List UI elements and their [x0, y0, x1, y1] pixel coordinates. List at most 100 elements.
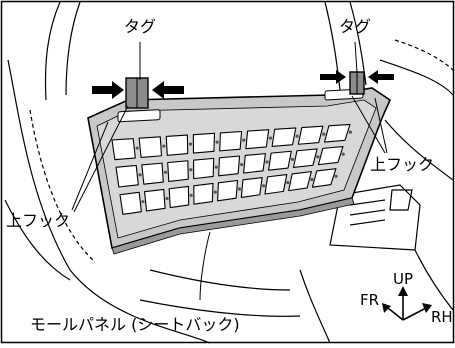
seat-background [4, 1, 454, 344]
panel-slot [165, 134, 189, 156]
arrow-left-tag-left-pointing [152, 81, 184, 99]
panel-slot [193, 182, 214, 205]
panel-hole [286, 181, 290, 185]
console-line-3 [349, 219, 386, 226]
panel-slot [192, 132, 216, 154]
panel-hole [165, 196, 169, 201]
panel-slot [268, 150, 292, 171]
panel-hole [341, 152, 345, 156]
panel-hole [310, 177, 314, 182]
panel-hole [213, 190, 217, 194]
panel-hole [268, 136, 273, 140]
console-line-1 [349, 199, 386, 206]
label-tag-left: タグ [124, 17, 156, 36]
panel-hole [138, 173, 142, 177]
leader-lines [71, 41, 388, 301]
cushion-line-2 [139, 299, 301, 317]
panel-hole [295, 134, 299, 138]
panel-slot [219, 130, 243, 152]
left-seat-stitch [29, 109, 96, 263]
leader-molle-panel [199, 231, 211, 301]
panel-top-slot-left [117, 109, 161, 123]
panel-hole [141, 200, 145, 204]
fr-arrow-icon [382, 303, 391, 313]
panel-hole [135, 146, 139, 150]
label-tag-right: タグ [339, 17, 371, 36]
panel-hole [334, 174, 338, 178]
console-vent [389, 189, 413, 211]
console-line-2 [349, 209, 386, 216]
panel-slot [317, 145, 344, 166]
cushion-line-3 [299, 269, 331, 344]
right-seat-top [379, 59, 454, 96]
panel-slot [245, 129, 270, 150]
insertion-arrows [92, 70, 394, 99]
label-upper-hook-right: 上フック [370, 155, 434, 174]
panel-hole [262, 184, 266, 188]
up-arrow-icon [398, 286, 408, 296]
panel-slot [271, 127, 297, 148]
rh-axis-line [402, 307, 427, 321]
panel-slot [193, 157, 215, 180]
panel-hole [242, 138, 246, 142]
panel-slot [323, 123, 351, 143]
right-seat-stitch [394, 39, 454, 71]
panel-hole [240, 162, 244, 167]
rh-arrow-icon [422, 303, 432, 313]
left-headrest-inner [65, 1, 81, 96]
panel-slot [115, 164, 139, 188]
panel-hole [163, 170, 168, 174]
right-headrest-inner [349, 1, 367, 86]
panel-hole [237, 187, 242, 191]
left-seat-outline [7, 59, 211, 344]
direction-rh-label: RH [431, 308, 453, 326]
left-headrest-edge [44, 1, 61, 101]
arrow-right-tag-right-pointing [320, 70, 346, 84]
panel-slot [141, 162, 164, 185]
panel-slot [144, 188, 166, 212]
panel-slot [217, 179, 239, 202]
leader-hook-right-a [351, 95, 386, 154]
panel-hole [215, 140, 219, 144]
leader-tag-right [354, 41, 358, 73]
leader-hook-left-a [71, 121, 109, 211]
arrow-right-tag-left-pointing [368, 70, 394, 84]
panel-hole [265, 160, 269, 164]
door-trim-line [414, 249, 454, 311]
panel-slot [119, 191, 142, 215]
panel-slot [138, 136, 163, 159]
panel-slot [243, 153, 266, 174]
panel-slot [292, 148, 318, 168]
panel-hole [162, 144, 166, 148]
panel-slot [288, 171, 312, 192]
panel-hole [290, 157, 295, 161]
label-molle-panel: モールパネル (シートバック) [30, 315, 240, 334]
panel-hole [188, 142, 193, 146]
arrow-left-tag-right-pointing [92, 81, 124, 99]
panel-slot [167, 160, 189, 182]
tag-left [125, 77, 149, 109]
panel-hole [189, 168, 193, 172]
panel-hole [348, 130, 353, 134]
cushion-line-1 [149, 269, 291, 291]
panel-slot [111, 138, 136, 161]
direction-indicator: UP FR RH [360, 270, 453, 326]
leader-hook-left-b [73, 105, 129, 213]
fr-axis-line [387, 307, 404, 321]
molle-panel [87, 87, 392, 255]
direction-fr-label: FR [360, 291, 379, 309]
tag-right [349, 71, 365, 95]
panel-slot [264, 174, 288, 195]
panel-hole [214, 165, 218, 169]
console-curve [384, 119, 454, 181]
panel-hole [189, 193, 193, 197]
left-seat-fold [4, 199, 71, 281]
panel-hole [316, 155, 320, 159]
label-upper-hook-left: 上フック [6, 211, 70, 230]
direction-up-label: UP [393, 270, 413, 288]
panel-slot [240, 176, 263, 198]
leader-hook-right-b [374, 97, 388, 154]
